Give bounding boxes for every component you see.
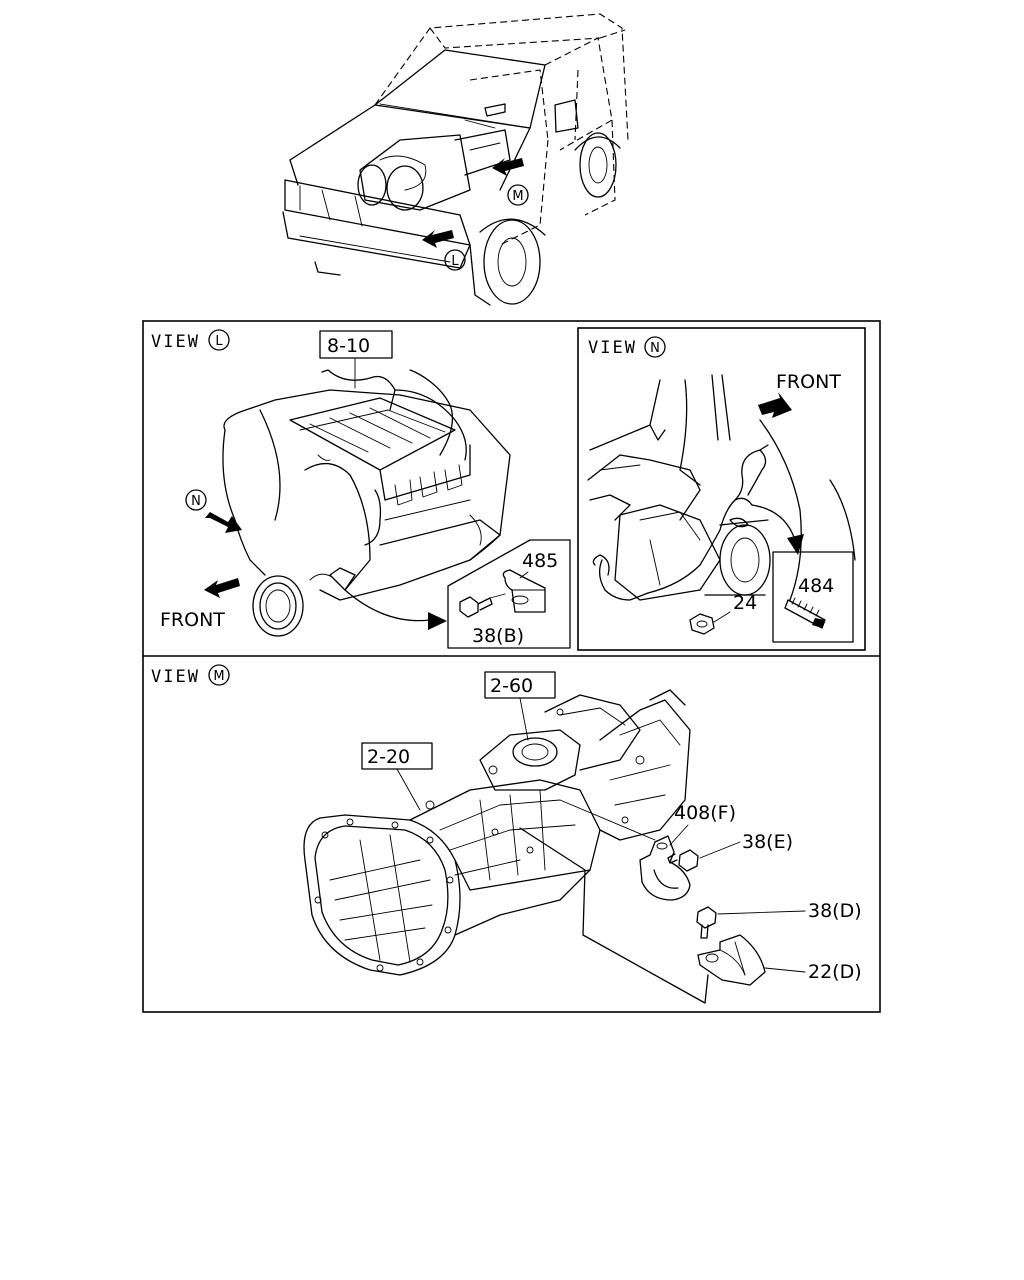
view-n-title: VIEW xyxy=(588,338,637,358)
ref-2-60-label: 2-60 xyxy=(490,675,533,697)
view-m-letter-circle xyxy=(208,664,230,686)
front-label-l: FRONT xyxy=(160,609,225,631)
part-24-label: 24 xyxy=(733,592,757,614)
front-label-n: FRONT xyxy=(776,371,841,393)
part-22d-label: 22(D) xyxy=(808,961,862,983)
ref-8-10-label: 8-10 xyxy=(327,335,370,357)
arrow-m-icon xyxy=(492,158,524,176)
part-484-label: 484 xyxy=(798,575,834,597)
part-408f-label: 408(F) xyxy=(674,802,736,824)
view-m-panel: VIEW M 2-60 2-20 xyxy=(151,664,862,1004)
part-485-label: 485 xyxy=(522,550,558,572)
view-m-title: VIEW xyxy=(151,667,200,687)
callout-m: M xyxy=(507,184,529,206)
view-l-letter: L xyxy=(215,334,223,349)
view-m-letter: M xyxy=(213,669,224,684)
part-38e-label: 38(E) xyxy=(742,831,793,853)
diagram-frame xyxy=(142,320,881,1013)
ref-2-20-label: 2-20 xyxy=(367,746,410,768)
view-n-letter-circle xyxy=(644,336,666,358)
inset-484-frame xyxy=(772,551,854,643)
arrow-l-icon xyxy=(422,230,454,248)
view-n-panel: VIEW N FRONT xyxy=(577,327,866,651)
front-arrow-n-icon xyxy=(758,392,792,418)
svg-text:L: L xyxy=(451,254,459,269)
callout-l: L xyxy=(444,249,466,271)
inset-485-frame xyxy=(447,539,571,649)
view-l-title: VIEW xyxy=(151,332,200,352)
part-38d-label: 38(D) xyxy=(808,900,862,922)
callout-n-letter: N xyxy=(191,494,201,509)
part-38b-label: 38(B) xyxy=(472,625,524,647)
callout-n-circle xyxy=(185,489,207,511)
arrow-n-icon xyxy=(205,512,242,533)
vehicle-overview: M L xyxy=(282,13,629,306)
view-n-frame xyxy=(577,327,866,651)
view-n-letter: N xyxy=(650,341,660,356)
svg-text:M: M xyxy=(512,189,523,204)
view-l-panel: VIEW L 8-10 xyxy=(151,329,571,649)
ref-box-8-10 xyxy=(319,330,393,359)
front-arrow-icon xyxy=(204,578,240,598)
view-l-letter-circle xyxy=(208,329,230,351)
